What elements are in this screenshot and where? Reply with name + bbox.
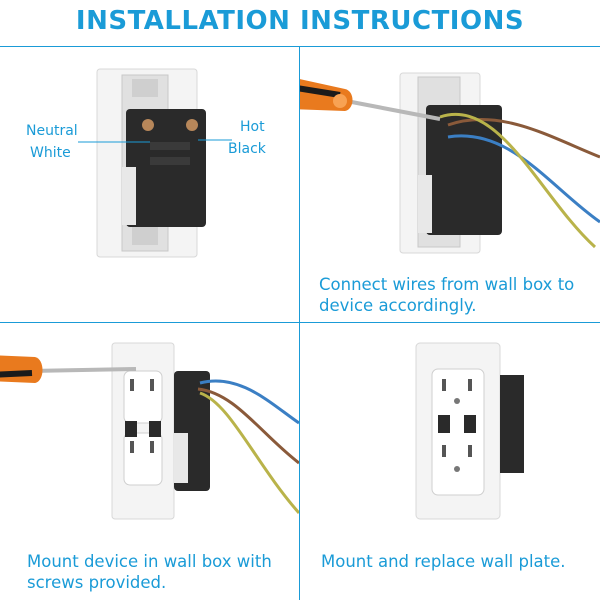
row-divider <box>0 322 600 323</box>
hot-label: Hot <box>240 119 265 135</box>
neutral-label: Neutral <box>26 123 78 139</box>
step-2-panel: Connect wires from wall box to device ac… <box>300 47 600 322</box>
usb-outlet-icon <box>415 342 524 520</box>
step-3-caption-line-2: screws provided. <box>27 573 167 592</box>
step-4-caption: Mount and replace wall plate. <box>321 552 566 571</box>
page-title: INSTALLATION INSTRUCTIONS <box>75 6 525 36</box>
device-wiring-illustration <box>300 72 600 254</box>
title-divider <box>0 46 600 47</box>
screwdriver-icon <box>300 79 441 121</box>
black-label: Black <box>228 141 266 157</box>
white-label: White <box>30 145 71 161</box>
step-4-panel: Mount and replace wall plate. <box>300 323 600 600</box>
step-3-panel: Mount device in wall box with screws pro… <box>0 323 299 600</box>
step-3-caption-line-1: Mount device in wall box with <box>27 552 272 571</box>
wall-plate-icon <box>78 68 232 258</box>
mount-device-illustration <box>0 342 299 520</box>
screwdriver-icon <box>0 355 137 383</box>
step-1-panel: Neutral White Hot Black <box>0 47 299 322</box>
step-2-caption-line-1: Connect wires from wall box to <box>319 275 575 294</box>
column-divider <box>299 46 300 600</box>
step-2-caption-line-2: device accordingly. <box>319 296 477 315</box>
